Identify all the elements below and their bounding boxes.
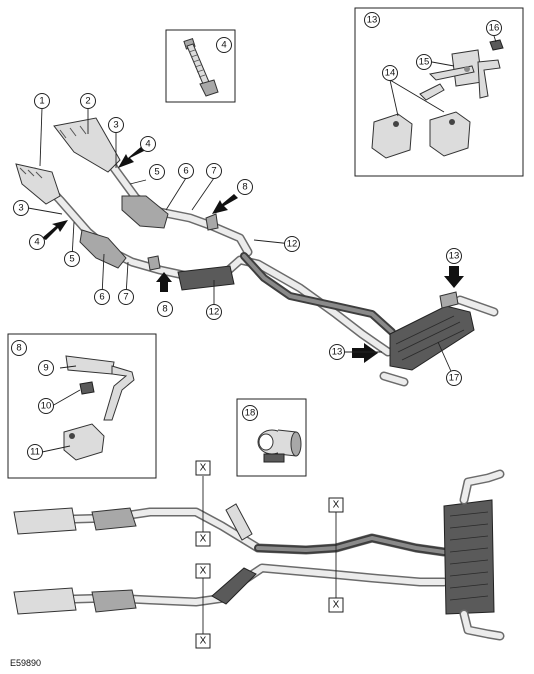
callout-4-upper: 4 [140,136,156,152]
callout-15: 15 [416,54,432,70]
arrow-13-upper [444,266,464,288]
svg-text:11: 11 [30,447,40,458]
arrow-8-upper [212,194,238,214]
svg-text:X: X [200,534,207,545]
callout-4-lower: 4 [29,234,45,250]
svg-text:17: 17 [449,373,460,384]
callout-2: 2 [80,93,96,109]
svg-text:7: 7 [123,292,128,303]
catalytic-converter-left [79,229,127,269]
callout-8-inset: 8 [11,340,27,356]
callout-10: 10 [38,398,54,414]
svg-text:X: X [333,600,340,611]
arrow-4-upper [118,146,146,168]
svg-text:13: 13 [332,347,343,358]
svg-text:4: 4 [221,40,226,51]
svg-text:6: 6 [183,166,188,177]
callout-4-inset: 4 [216,37,232,53]
svg-text:1: 1 [39,96,44,107]
svg-text:6: 6 [99,292,104,303]
rear-silencer [389,305,475,371]
pipe-clamp-illustration [257,429,302,463]
callout-14: 14 [382,65,398,81]
svg-text:5: 5 [69,254,74,265]
callout-3-lower: 3 [13,200,29,216]
callout-8-lower: 8 [157,301,173,317]
bolt-illustration [183,38,219,97]
callout-11: 11 [27,444,43,460]
callout-3-upper: 3 [108,117,124,133]
arrow-4-lower [42,220,68,240]
callout-13-upper: 13 [446,248,462,264]
svg-text:2: 2 [85,96,90,107]
svg-text:8: 8 [242,182,247,193]
x-marker-6: X [328,597,344,613]
callout-18: 18 [242,405,258,421]
callout-1: 1 [34,93,50,109]
exhaust-pipework-dark [240,252,396,336]
svg-text:X: X [200,463,207,474]
svg-text:X: X [333,500,340,511]
x-marker-4: X [195,633,211,649]
svg-text:13: 13 [449,251,460,262]
callout-7-lower: 7 [118,289,134,305]
svg-text:X: X [200,566,207,577]
svg-text:18: 18 [245,408,256,419]
svg-text:15: 15 [419,57,430,68]
x-marker-5: X [328,497,344,513]
front-bracket-illustration [63,355,135,461]
section-lines [202,476,337,634]
callout-5-upper: 5 [149,164,165,180]
figure-id: E59890 [10,658,41,668]
svg-text:9: 9 [43,363,48,374]
arrow-13-lower [352,343,378,363]
x-marker-1: X [195,460,211,476]
callout-8-upper: 8 [237,179,253,195]
svg-text:X: X [200,636,207,647]
svg-text:16: 16 [489,23,500,34]
callout-16: 16 [486,20,502,36]
catalytic-converter-right [121,195,169,229]
callout-6-lower: 6 [94,289,110,305]
svg-text:12: 12 [209,307,220,318]
arrow-8-lower [156,272,172,292]
svg-text:4: 4 [145,139,150,150]
mid-silencer [177,265,235,291]
exhaust-manifold-right [53,117,121,173]
svg-text:13: 13 [367,15,378,26]
callout-12-upper: 12 [284,236,300,252]
mounting-bracket-front [147,255,161,271]
svg-text:8: 8 [162,304,167,315]
callout-13-inset: 13 [364,12,380,28]
svg-text:3: 3 [113,120,118,131]
exhaust-manifold-left [15,163,61,205]
callout-9: 9 [38,360,54,376]
svg-text:3: 3 [18,203,23,214]
callout-12-lower: 12 [206,304,222,320]
svg-text:8: 8 [16,343,21,354]
svg-text:4: 4 [34,237,39,248]
system-overview-lower-bank [13,563,449,615]
system-overview-upper-bank [13,503,449,557]
x-marker-3: X [195,563,211,579]
heat-shield [205,213,219,231]
rear-bracket-illustration [419,39,504,101]
svg-text:12: 12 [287,239,298,250]
svg-text:10: 10 [41,401,52,412]
system-overview-rear-silencer [443,469,505,641]
callout-5-lower: 5 [64,251,80,267]
isolator-pair-illustration [371,111,471,159]
callout-6-upper: 6 [178,163,194,179]
x-marker-2: X [195,531,211,547]
mounting-bracket-rear [439,291,459,309]
svg-text:14: 14 [385,68,396,79]
callout-7-upper: 7 [206,163,222,179]
svg-text:5: 5 [154,167,159,178]
callout-17: 17 [446,370,462,386]
callout-13-lower: 13 [329,344,345,360]
svg-text:7: 7 [211,166,216,177]
